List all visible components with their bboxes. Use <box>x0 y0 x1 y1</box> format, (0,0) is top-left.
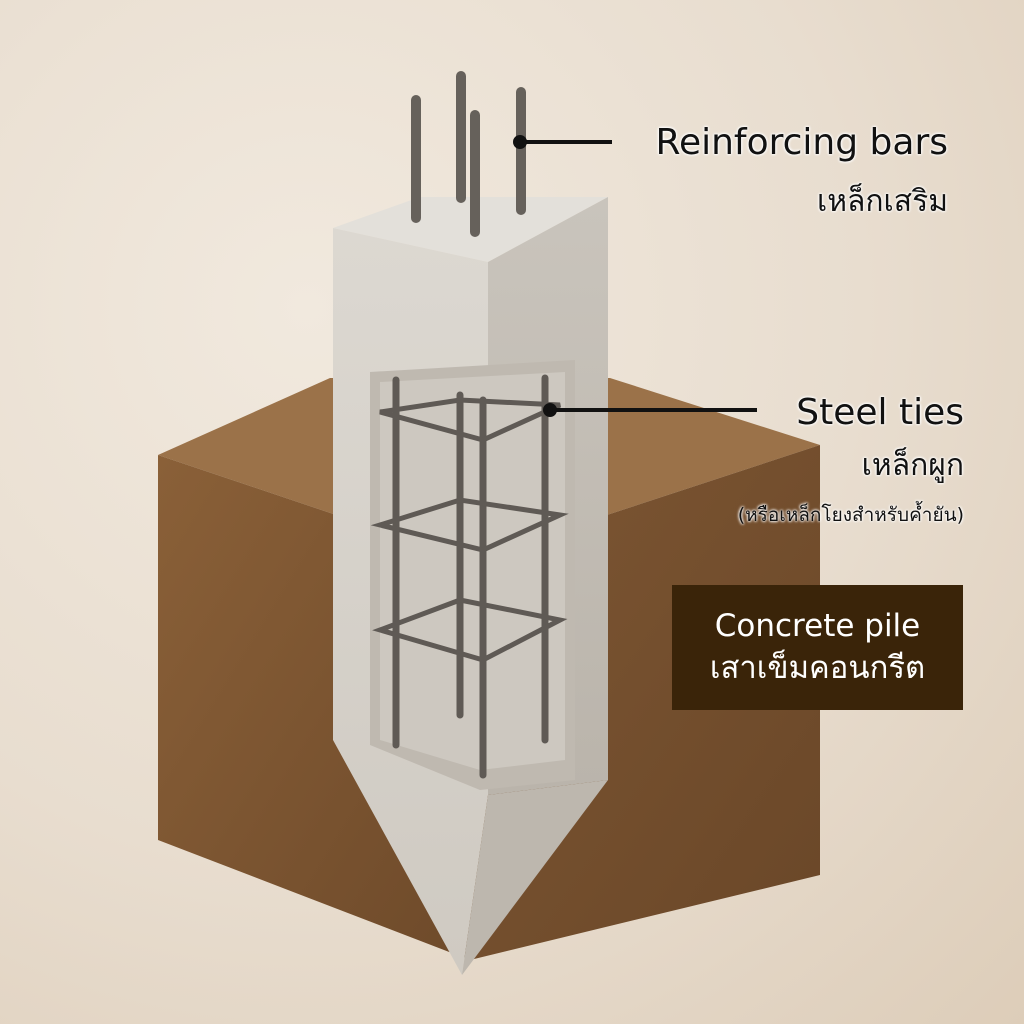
steel-ties-label: Steel ties <box>796 392 964 433</box>
steel-cage <box>370 374 569 779</box>
reinforcing-bars-label: Reinforcing bars <box>655 122 948 163</box>
steel-ties-note: (หรือเหล็กโยงสำหรับค้ำยัน) <box>737 504 964 526</box>
reinforcing-bars <box>411 71 526 237</box>
leader-lines <box>513 135 757 417</box>
concrete-pile-label-box: Concrete pile เสาเข็มคอนกรีต <box>672 585 963 710</box>
concrete-pile-thai-label: เสาเข็มคอนกรีต <box>709 649 926 686</box>
steel-ties-thai-label: เหล็กผูก <box>861 448 964 483</box>
reinforcing-bars-thai-label: เหล็กเสริม <box>816 184 948 219</box>
concrete-pile-label: Concrete pile <box>714 607 921 644</box>
pile <box>333 197 608 975</box>
